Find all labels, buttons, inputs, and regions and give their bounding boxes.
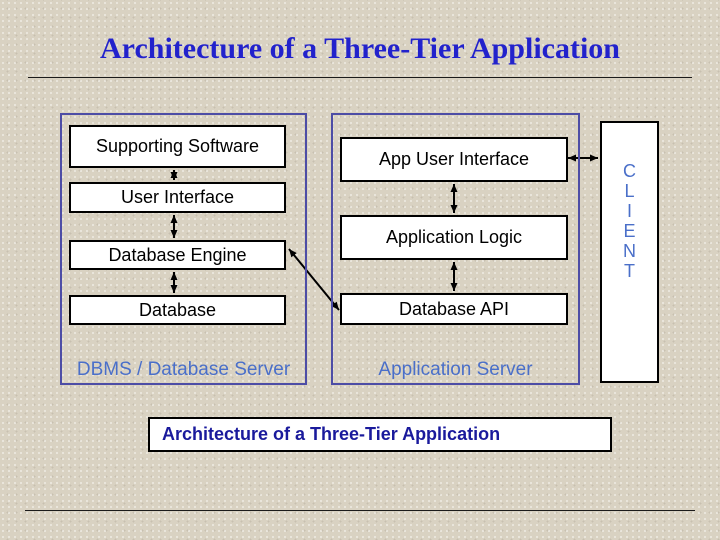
node-database-api: Database API [340,293,568,325]
node-app-user-interface: App User Interface [340,137,568,182]
node-supporting-software: Supporting Software [69,125,286,168]
node-database: Database [69,295,286,325]
node-database-engine: Database Engine [69,240,286,270]
client-letter: T [624,261,635,281]
title-underline [28,77,692,78]
dbms-server-panel [60,113,307,385]
caption-box: Architecture of a Three-Tier Application [148,417,612,452]
node-application-logic: Application Logic [340,215,568,260]
slide-title: Architecture of a Three-Tier Application [100,32,620,65]
client-letter: C [623,161,636,181]
footer-rule [25,510,695,511]
client-letter: N [623,241,636,261]
client-box: C L I E N T [600,121,659,383]
node-user-interface: User Interface [69,182,286,213]
application-server-panel [331,113,580,385]
client-letter: E [623,221,636,241]
client-letter: L [624,181,635,201]
dbms-panel-label: DBMS / Database Server [76,359,291,380]
client-letter: I [626,201,632,221]
application-panel-label: Application Server [378,359,533,380]
